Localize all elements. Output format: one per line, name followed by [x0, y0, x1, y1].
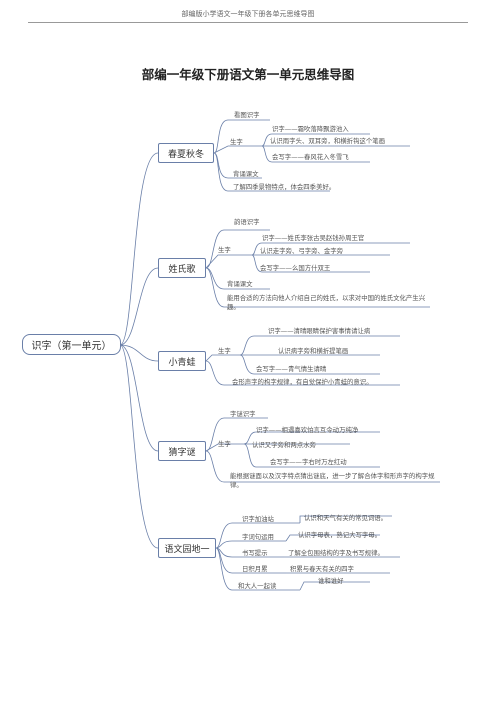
branches-lesson3 [205, 335, 400, 386]
lesson4-shengzi-label: 生字 [218, 440, 231, 448]
lesson1-shengzi-3: 会写字——春风花入冬雪飞 [272, 153, 349, 161]
lesson-box-2: 姓氏歌 [158, 258, 206, 278]
lesson1-shengzi-2: 认识雨字头、双耳旁，和横折钩这个笔画 [270, 137, 386, 145]
lesson2-shengzi-label: 生字 [218, 246, 231, 254]
lesson2-shengzi-2: 认识走字旁、弓字旁、金字旁 [260, 247, 344, 255]
lesson2-shengzi-3: 会写字——么国方什双王 [260, 264, 331, 272]
lesson-box-1: 春夏秋冬 [158, 143, 214, 163]
lesson1-after-1: 背诵课文 [233, 170, 259, 178]
lesson5-item-label-1: 识字加油站 [242, 515, 274, 523]
connector-root-lesson1 [119, 152, 159, 346]
lesson5-item-label-2: 字词句运用 [242, 533, 274, 541]
branches-lesson4 [205, 417, 440, 483]
header-rule [28, 22, 468, 23]
lesson2-top: 韵语识字 [234, 218, 260, 226]
lesson5-item-detail-1: 认识和天气有关的常见词语。 [304, 514, 388, 522]
lesson2-after-2: 能用合适的方法向他人介绍自己的姓氏，以求对中国的姓氏文化产生兴趣。 [227, 294, 426, 311]
connector-root-lesson4 [119, 344, 159, 452]
lesson2-after-1: 背诵课文 [227, 280, 253, 288]
lesson5-item-detail-3: 了解全包围结构的字及书写规律。 [288, 549, 384, 557]
lesson4-shengzi-1: 识字——相遇喜欢怕言互令动万纯净 [256, 426, 359, 434]
lesson2-shengzi-1: 识字——姓氏李张古吴赵钱孙周王官 [262, 234, 365, 242]
lesson1-after-2: 了解四季景物特点，体会四季美好。 [233, 183, 336, 191]
lesson3-after-1: 会形声字的构字规律，有自觉保护小青蛙的意识。 [232, 378, 373, 386]
branches-lesson1 [213, 119, 410, 192]
lesson5-item-label-5: 和大人一起读 [238, 582, 277, 590]
lesson1-shengzi-1: 识字——霜吹落降飘游池入 [272, 125, 349, 133]
lesson4-top: 字谜识字 [230, 410, 256, 418]
lesson1-top: 看图识字 [234, 111, 260, 119]
lesson-box-5: 语文园地一 [158, 538, 216, 558]
page-title: 部编一年级下册语文第一单元思维导图 [141, 67, 355, 82]
lesson3-shengzi-2: 认识病字旁和横折提笔画 [278, 347, 349, 355]
lesson4-shengzi-2: 认识又字旁和两点水旁 [252, 441, 316, 449]
lesson5-item-detail-4: 积累与春天有关的四字 [290, 565, 354, 573]
running-header: 部编版小学语文一年级下册各单元思维导图 [181, 10, 315, 18]
lesson3-shengzi-3: 会写字——青气情生请晴 [256, 365, 327, 373]
lesson5-item-label-3: 书写提示 [242, 549, 268, 557]
lesson4-shengzi-3: 会写字——字右时万左红动 [270, 458, 347, 466]
connector-root-lesson3 [119, 344, 159, 362]
lesson-box-3: 小青蛙 [158, 351, 206, 371]
lesson4-after-1: 能根据谜面以及汉字特点猜出谜底，进一步了解合体字和形声字的构字规律。 [230, 472, 435, 489]
connector-root-lesson5 [119, 344, 159, 549]
root-node: 识字（第一单元） [22, 334, 121, 355]
lesson3-shengzi-1: 识字——清晴眼睛保护害事情请让病 [268, 327, 371, 335]
lesson5-item-label-4: 日积月累 [242, 565, 268, 573]
branches-lesson2 [205, 229, 430, 308]
lesson5-item-detail-5: 谁和谁好 [318, 577, 344, 585]
connector-root-lesson2 [119, 267, 159, 346]
lesson-box-4: 猜字谜 [158, 441, 206, 461]
lesson1-shengzi-label: 生字 [230, 138, 243, 146]
lesson5-item-detail-2: 认识字母表，熟记大写字母。 [298, 531, 382, 539]
branches-lesson5 [215, 515, 400, 591]
lesson3-shengzi-label: 生字 [218, 347, 231, 355]
